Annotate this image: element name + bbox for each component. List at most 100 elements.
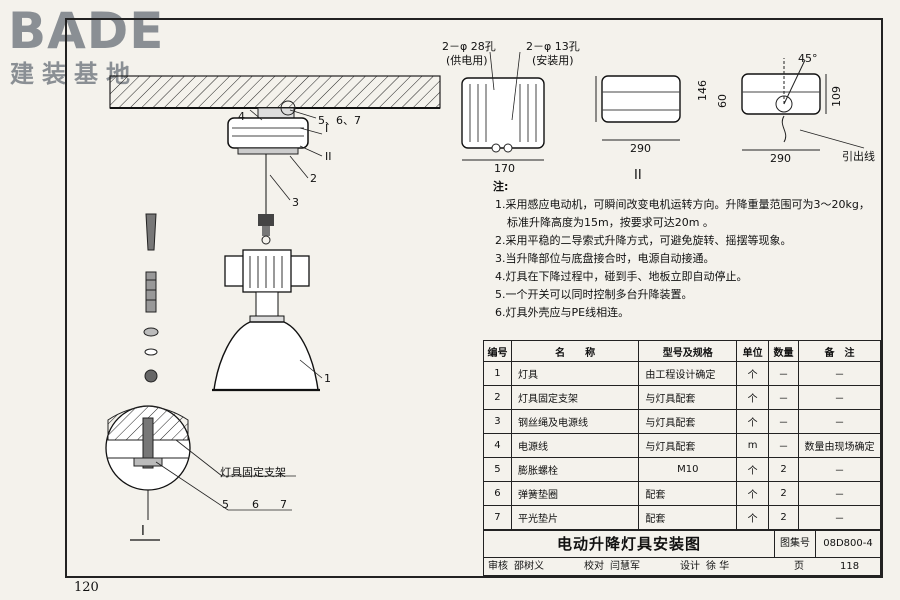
top-view-box	[461, 51, 545, 161]
hole-power-label: 2－φ 28孔	[442, 40, 496, 53]
cell-no: 7	[483, 505, 512, 530]
note-2: 2.采用平稳的二导索式升降方式，可避免旋转、摇摆等现象。	[495, 234, 792, 247]
cell-unit: 个	[736, 481, 770, 506]
col-header-unit: 单位	[736, 340, 770, 362]
lift-unit	[227, 100, 309, 155]
col-header-name: 名 称	[510, 340, 640, 362]
table-row: 6 弹簧垫圈 配套 个 2 －	[483, 481, 881, 506]
detail-label-6: 6	[252, 498, 259, 511]
cell-name: 电源线	[510, 433, 640, 458]
cell-qty: －	[768, 361, 800, 386]
detail-title: 灯具固定支架	[220, 466, 286, 479]
anchor-bolt-parts	[143, 213, 159, 383]
cell-remark: －	[798, 385, 881, 410]
cell-spec: 配套	[638, 481, 738, 506]
detail-leader-lines	[155, 439, 296, 511]
reviewer-name: 邵树义	[514, 561, 544, 572]
dim-109: 109	[830, 86, 843, 107]
cell-unit: 个	[736, 457, 770, 482]
design-label: 设计	[680, 561, 700, 572]
label-item-2: 2	[310, 172, 317, 185]
hole-install-note: (安装用)	[532, 54, 574, 67]
atlas-label: 图集号	[775, 531, 816, 557]
col-header-remark: 备 注	[798, 340, 881, 362]
ceiling-slab	[109, 75, 441, 109]
table-row: 3 钢丝绳及电源线 与灯具配套 个 － －	[483, 409, 881, 434]
col-header-spec: 型号及规格	[638, 340, 738, 362]
drawing-frame	[65, 18, 883, 578]
cell-unit: 个	[736, 361, 770, 386]
hole-power-note: (供电用)	[446, 54, 488, 67]
parts-table: 编号 名 称 型号及规格 单位 数量 备 注 1 灯具 由工程设计确定 个 － …	[483, 340, 881, 530]
label-roman-i: I	[325, 122, 329, 135]
label-item-1: 1	[324, 372, 331, 385]
hole-install-label: 2－φ 13孔	[526, 40, 580, 53]
cell-no: 3	[483, 409, 512, 434]
cell-no: 2	[483, 385, 512, 410]
cell-qty: －	[768, 409, 800, 434]
cell-spec: 与灯具配套	[638, 409, 738, 434]
cell-remark: －	[798, 481, 881, 506]
lamp-fixture	[212, 249, 320, 392]
label-roman-ii: II	[325, 150, 332, 163]
cell-spec: 与灯具配套	[638, 433, 738, 458]
page-label: 页	[794, 561, 804, 572]
section-label-i: I	[141, 524, 145, 539]
signature-row: 审核 邵树义 校对 闫慧军 设计 徐 华 页 118	[484, 557, 880, 576]
dim-290-a: 290	[630, 142, 651, 155]
dim-170: 170	[494, 162, 515, 175]
leader-lines-top	[249, 109, 323, 201]
cell-no: 5	[483, 457, 512, 482]
review-label: 审核	[488, 561, 508, 572]
cell-qty: 2	[768, 505, 800, 530]
brand-logo: BADE	[8, 2, 165, 60]
cell-no: 4	[483, 433, 512, 458]
cell-spec: 与灯具配套	[638, 385, 738, 410]
cell-unit: 个	[736, 409, 770, 434]
col-header-no: 编号	[483, 340, 512, 362]
detail-circle-i	[105, 405, 191, 520]
detail-label-7: 7	[280, 498, 287, 511]
note-4: 4.灯具在下降过程中，碰到手、地板立即自动停止。	[495, 270, 748, 283]
label-item-3: 3	[292, 196, 299, 209]
check-label: 校对	[584, 561, 604, 572]
cell-qty: 2	[768, 457, 800, 482]
sheet-page-number: 118	[840, 561, 860, 572]
cell-spec: M10	[638, 457, 738, 482]
note-1: 1.采用感应电动机，可瞬间改变电机运转方向。升降重量范围可为3～20kg，	[495, 198, 870, 211]
table-row: 2 灯具固定支架 与灯具配套 个 － －	[483, 385, 881, 410]
cell-remark: －	[798, 505, 881, 530]
table-row: 7 平光垫片 配套 个 2 －	[483, 505, 881, 530]
cell-remark: －	[798, 457, 881, 482]
label-items-567: 5、6、7	[318, 114, 361, 127]
cell-no: 1	[483, 361, 512, 386]
notes-section: 注: 1.采用感应电动机，可瞬间改变电机运转方向。升降重量范围可为3～20kg，…	[483, 178, 878, 322]
cell-no: 6	[483, 481, 512, 506]
cell-remark: －	[798, 409, 881, 434]
atlas-number: 08D800-4	[823, 538, 873, 549]
dim-290-b: 290	[770, 152, 791, 165]
note-3: 3.当升降部位与底盘接合时，电源自动接通。	[495, 252, 715, 265]
drawing-title: 电动升降灯具安装图	[484, 531, 775, 557]
hook-connector	[258, 214, 274, 245]
cell-name: 平光垫片	[510, 505, 640, 530]
table-header-row: 编号 名 称 型号及规格 单位 数量 备 注	[483, 340, 881, 362]
dim-60: 60	[716, 94, 729, 108]
designer-name: 徐 华	[706, 561, 730, 572]
lead-wire-label: 引出线	[842, 150, 875, 163]
page-number: 120	[74, 580, 99, 595]
cell-remark: －	[798, 361, 881, 386]
cell-name: 膨胀螺栓	[510, 457, 640, 482]
title-block: 电动升降灯具安装图 图集号 08D800-4 审核 邵树义 校对 闫慧军 设计 …	[483, 530, 881, 576]
cell-spec: 配套	[638, 505, 738, 530]
cell-name: 灯具	[510, 361, 640, 386]
cell-spec: 由工程设计确定	[638, 361, 738, 386]
section-label-ii: II	[634, 168, 642, 183]
table-row: 5 膨胀螺栓 M10 个 2 －	[483, 457, 881, 482]
table-row: 1 灯具 由工程设计确定 个 － －	[483, 361, 881, 386]
checker-name: 闫慧军	[610, 561, 640, 572]
dim-146: 146	[696, 80, 709, 101]
cell-qty: 2	[768, 481, 800, 506]
